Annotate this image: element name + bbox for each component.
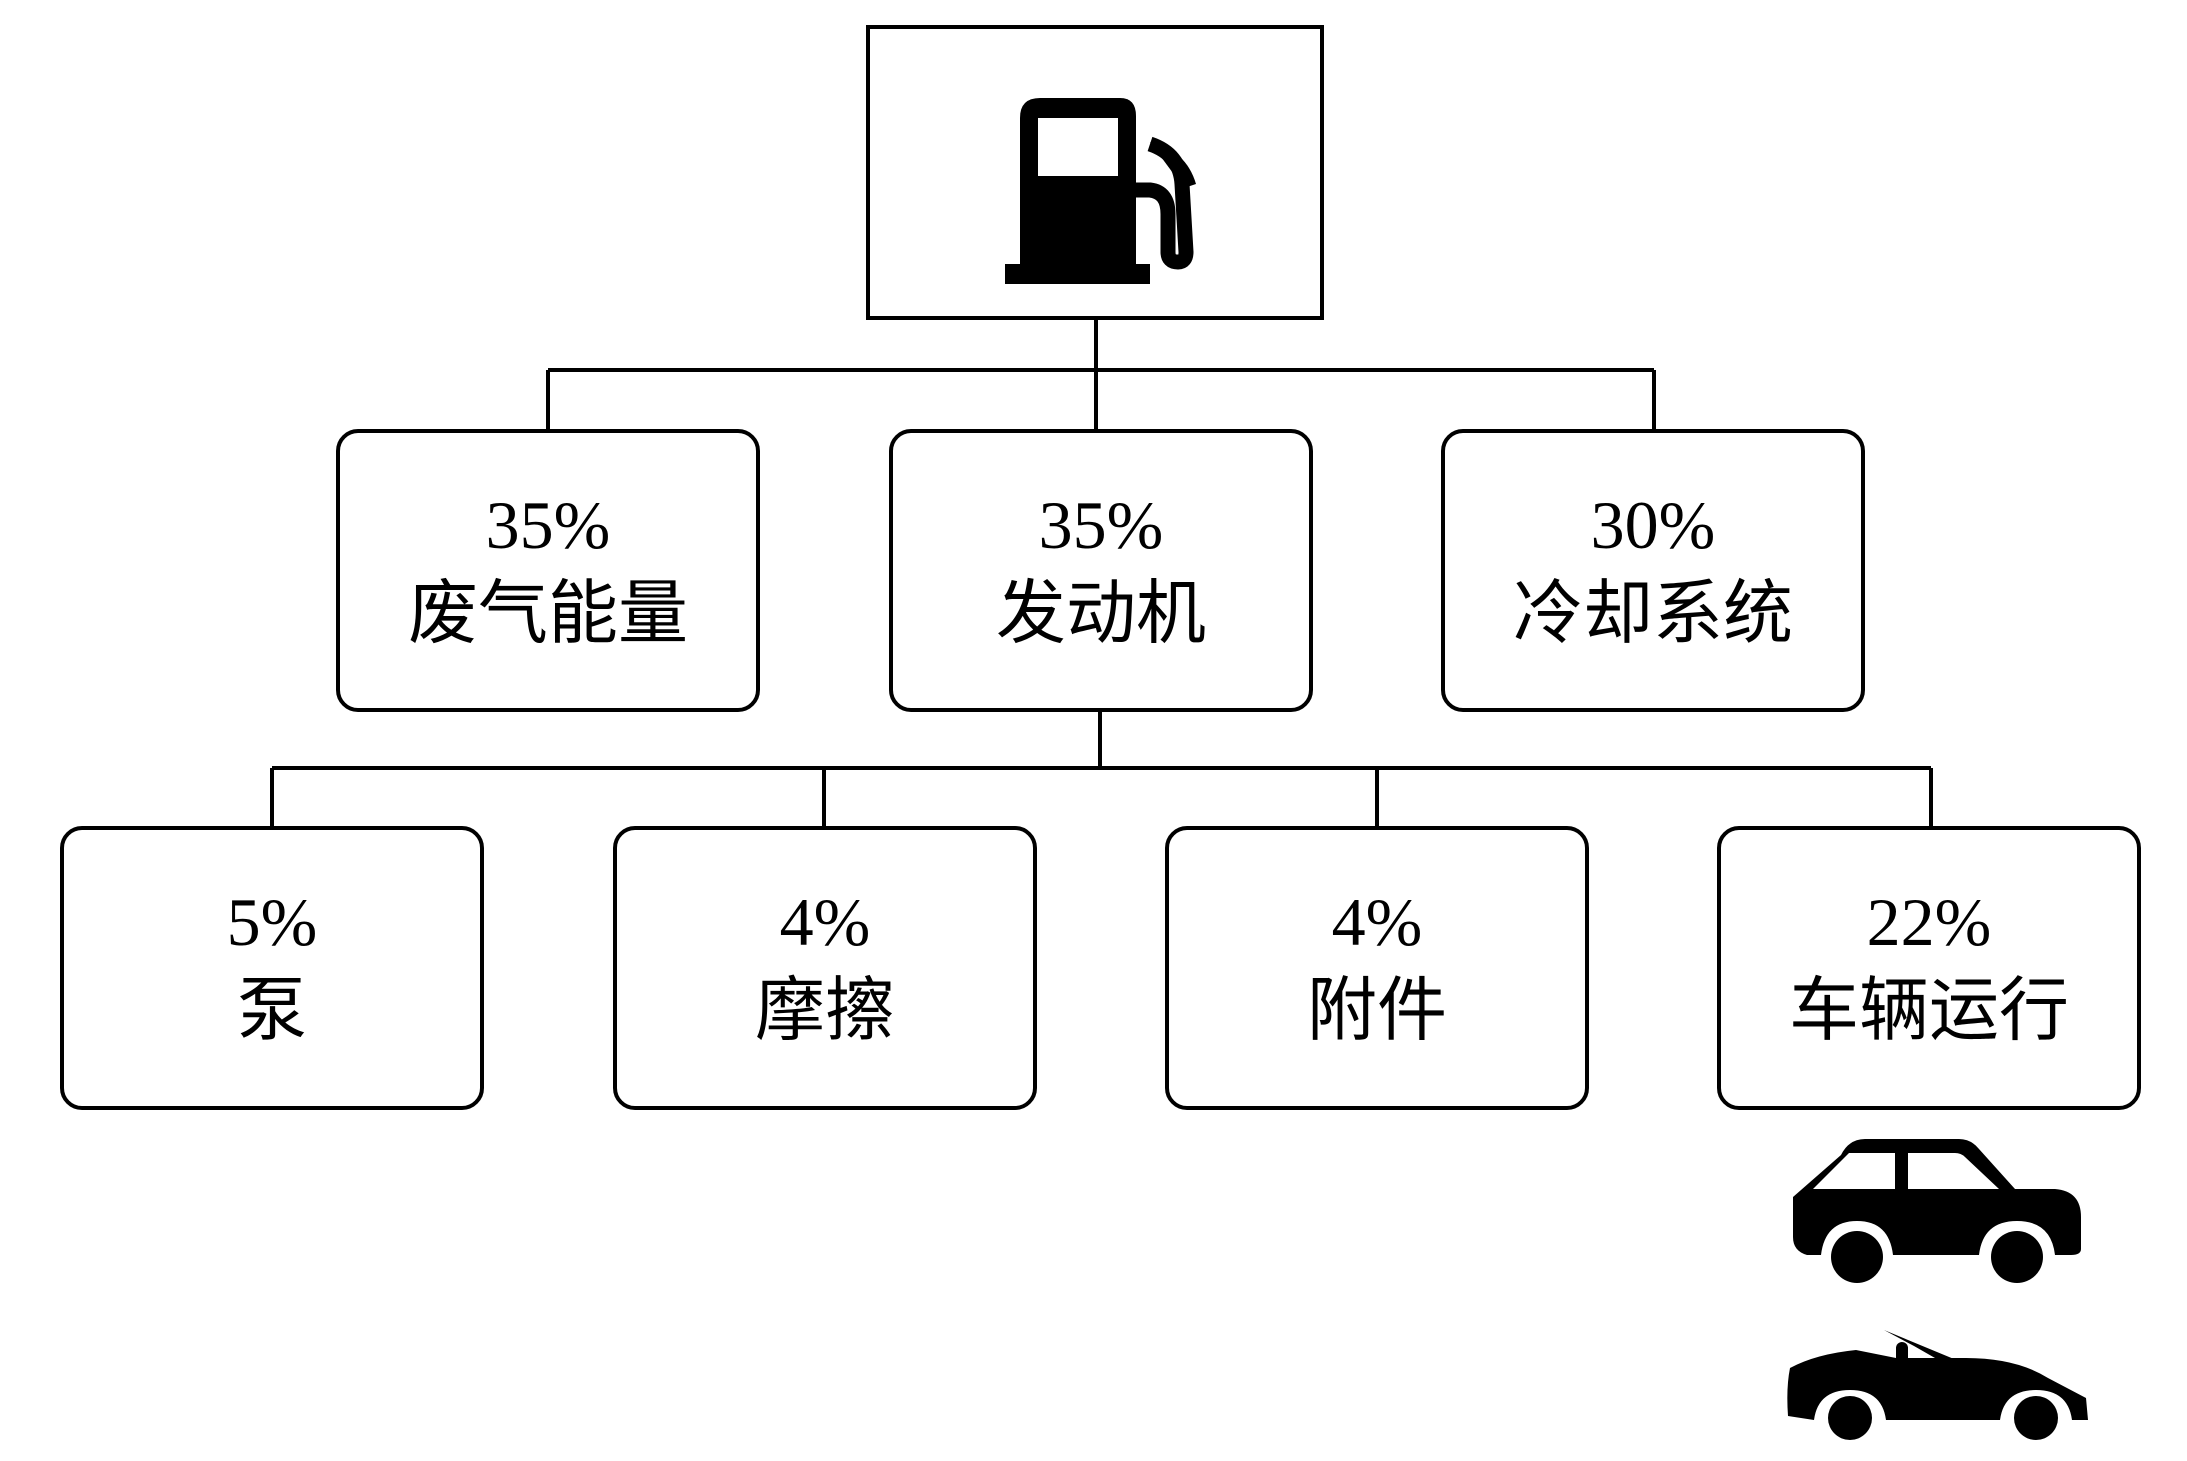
convertible-car-icon: [1787, 1330, 2088, 1440]
node-vehicle-operation: 22% 车辆运行: [1717, 826, 2141, 1110]
node-percent: 4%: [1331, 884, 1423, 960]
node-percent: 30%: [1590, 486, 1716, 563]
fuel-pump-icon: [1005, 98, 1196, 284]
node-label: 车辆运行: [1789, 969, 2069, 1051]
node-exhaust-energy: 35% 废气能量: [336, 429, 760, 712]
fuel-source-box: [866, 25, 1324, 320]
sedan-car-icon: [1793, 1139, 2081, 1283]
node-percent: 22%: [1866, 884, 1992, 960]
node-percent: 4%: [779, 884, 871, 960]
node-engine: 35% 发动机: [889, 429, 1313, 712]
node-label: 废气能量: [408, 571, 688, 654]
node-label: 泵: [237, 969, 307, 1051]
node-percent: 35%: [485, 486, 611, 563]
node-label: 冷却系统: [1513, 571, 1793, 654]
node-friction: 4% 摩擦: [613, 826, 1037, 1110]
node-accessories: 4% 附件: [1165, 826, 1589, 1110]
node-label: 发动机: [996, 571, 1206, 654]
node-cooling-system: 30% 冷却系统: [1441, 429, 1865, 712]
node-label: 摩擦: [755, 969, 895, 1051]
node-pump: 5% 泵: [60, 826, 484, 1110]
node-percent: 35%: [1038, 486, 1164, 563]
node-label: 附件: [1307, 969, 1447, 1051]
node-percent: 5%: [226, 884, 318, 960]
